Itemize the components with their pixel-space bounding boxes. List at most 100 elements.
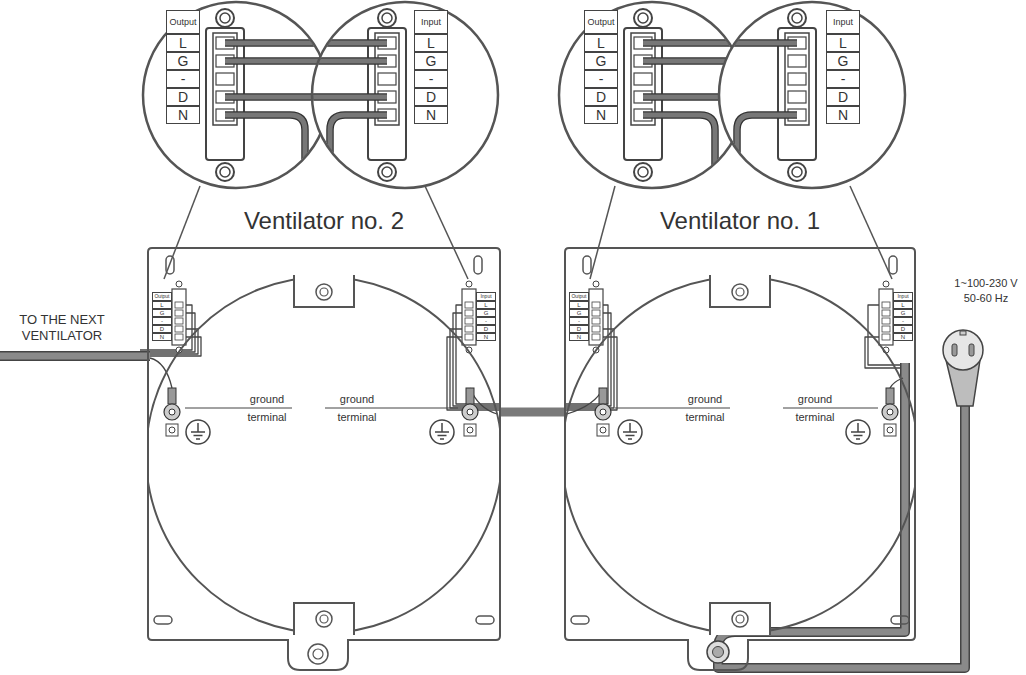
ground-terminal-label: ground terminal [330,390,384,426]
ground-symbol [430,420,454,444]
zoom-detail [143,2,340,200]
terminal-header: Input [414,10,448,34]
ground-leader [185,408,292,409]
terminal-header-text: Input [833,18,853,27]
lug-ring [882,404,898,420]
screw-head [638,167,648,177]
terminal-header-text: Output [169,18,196,27]
ground-lug [882,388,898,436]
screw [176,281,182,287]
mount-hole [308,644,328,664]
cable [0,353,150,360]
ground-terminal-label: ground terminal [240,390,294,426]
terminal-label: D [152,325,172,333]
terminal-label: D [893,325,913,333]
terminal-label-text: - [429,72,434,86]
ground-terminal-label: ground terminal [678,390,732,426]
plate-edge [148,248,500,670]
screw [883,281,889,287]
screw [216,163,234,181]
terminal-slot [592,334,600,340]
terminal-label-text: N [596,108,606,122]
terminal-label: G [414,52,448,70]
terminal-label-text: N [577,334,581,340]
terminal-label-text: - [599,72,604,86]
ground-symbol [846,420,870,444]
terminal-header-text: Input [897,294,908,299]
terminal-header: Input [476,292,496,301]
screw-head [638,13,648,23]
terminal-label: - [893,317,913,325]
mount-hole-inner [320,615,328,623]
terminal-label-text: N [426,108,436,122]
terminal-label: G [476,309,496,317]
zoom-detail [700,2,905,200]
terminal-slot [882,302,890,308]
slot-hole [571,616,589,624]
mount-hole-inner [736,288,744,296]
terminal-label-text: D [838,90,848,104]
screw [788,163,806,181]
terminal-header: Output [584,10,618,34]
terminal-label-text: L [427,36,435,50]
terminal-label: G [826,52,860,70]
terminal-slot [788,55,806,67]
plate-notch [294,603,354,635]
screw [466,281,472,287]
screw-head [382,167,392,177]
terminal-label-text: L [839,36,847,50]
terminal-slot [592,318,600,324]
terminal-block [589,289,603,345]
slot-hole [583,256,591,274]
terminal-block-small [589,281,603,353]
terminal-label: D [826,88,860,106]
terminal-label-text: G [178,54,189,68]
terminal-label: G [893,309,913,317]
plate-notch [294,275,354,307]
terminal-label-text: N [901,334,905,340]
terminal-block-inner [785,33,809,125]
mount-hole-inner [320,288,328,296]
terminal-label-text: L [597,36,605,50]
terminal-label: G [152,309,172,317]
mains-plug [943,330,983,406]
wire-group [700,43,797,200]
slot-hole [476,616,494,624]
terminal-label: L [414,34,448,52]
plug-earth-clip [960,331,966,335]
mount-hole-inner [313,649,323,659]
terminal-label-text: G [577,310,582,316]
terminal-label: - [476,317,496,325]
terminal-slot [175,302,183,308]
terminal-label: N [893,333,913,341]
leader-line [164,186,200,279]
terminal-label-text: L [160,302,163,308]
screw [634,163,652,181]
grommet-hole [713,647,724,658]
terminal-slot [175,318,183,324]
terminal-header-text: Output [587,18,614,27]
wire [453,313,500,406]
screw [788,9,806,27]
screw [378,163,396,181]
terminal-slot [788,91,806,103]
terminal-label-text: - [485,318,487,324]
plate-opening [565,277,915,633]
mount-hole-inner [736,615,744,623]
terminal-label: L [152,301,172,309]
terminal-label-text: D [577,326,581,332]
terminal-header: Output [569,292,589,301]
slot-hole [474,256,482,274]
terminal-label-text: N [160,334,164,340]
terminal-label-text: D [160,326,164,332]
terminal-label-text: N [484,334,488,340]
ground-screw [600,427,606,433]
ground-leader [783,408,878,409]
zoom-circle [143,2,329,188]
terminal-slot [378,73,396,85]
ground-symbol-ring [430,420,454,444]
plate-outline [565,248,915,672]
terminal-label: - [826,70,860,88]
terminal-label: - [152,317,172,325]
terminal-block-inner [213,33,237,125]
